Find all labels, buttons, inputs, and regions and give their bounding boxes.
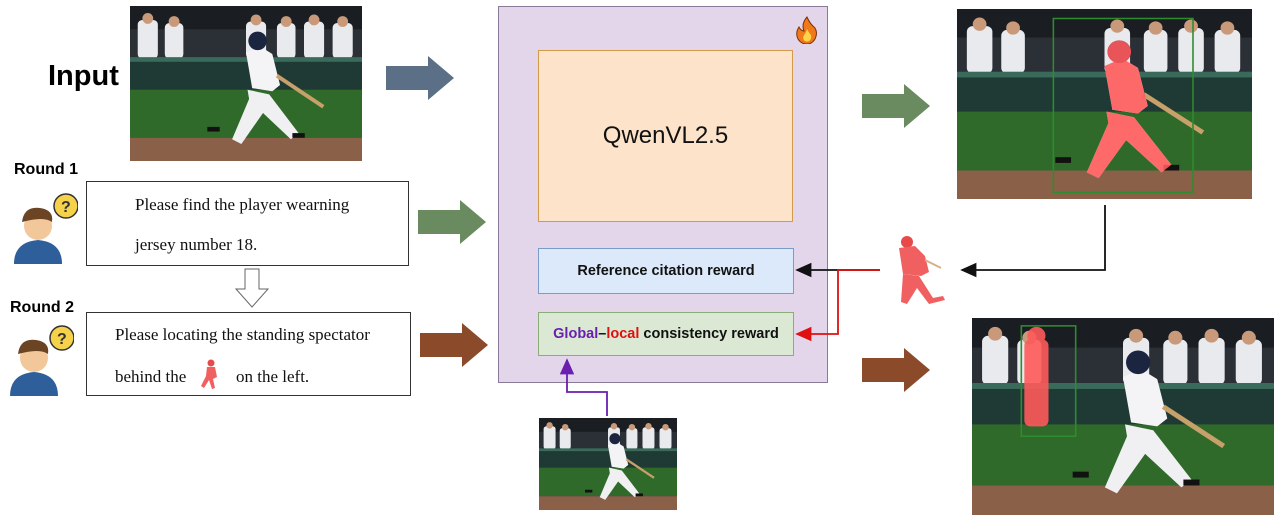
round-1-line-2: jersey number 18.	[135, 235, 258, 254]
round-1-prompt: Please find the player wearning jersey n…	[86, 181, 409, 266]
referenced-player-crop	[885, 234, 947, 306]
fire-icon	[796, 16, 818, 45]
round-2-label: Round 2	[10, 299, 74, 316]
user-avatar-round-1: ?	[8, 190, 79, 264]
round-2-line-1: Please locating the standing spectator	[115, 325, 370, 344]
round-1-label: Round 1	[14, 161, 78, 178]
round-1-line-1: Please find the player wearning	[135, 195, 350, 214]
local-word: local	[606, 326, 640, 342]
svg-text:?: ?	[61, 199, 71, 216]
round-2-arrow	[420, 323, 488, 367]
round-2-line-2b: on the left.	[236, 367, 310, 386]
round-2-line-2a: behind the	[115, 367, 187, 386]
dash-char: –	[598, 326, 607, 342]
to-consistency-arrow	[795, 269, 880, 342]
model-name: QwenVL2.5	[602, 122, 729, 149]
input-label: Input	[48, 60, 119, 92]
global-word: Global	[553, 326, 599, 342]
player-crop-icon	[199, 359, 221, 389]
user-avatar-round-2: ?	[4, 322, 75, 396]
global-image-arrow	[559, 358, 608, 416]
output-image-round-2	[972, 318, 1274, 515]
reference-reward-label: Reference citation reward	[577, 263, 755, 279]
round-1-arrow	[418, 200, 486, 244]
qwen-model-box: QwenVL2.5	[538, 50, 793, 222]
output-2-arrow	[862, 348, 930, 392]
round-transition-arrow	[234, 268, 270, 308]
input-arrow	[386, 56, 454, 100]
round-2-prompt: Please locating the standing spectator b…	[86, 312, 411, 396]
output-image-round-1	[957, 9, 1252, 199]
svg-text:?: ?	[57, 331, 67, 348]
global-local-consistency-reward: Global–local consistency reward	[538, 312, 794, 356]
output-1-arrow	[862, 84, 930, 128]
consistency-reward-rest: consistency reward	[639, 326, 779, 342]
crop-connector	[960, 205, 1106, 278]
reference-citation-reward: Reference citation reward	[538, 248, 794, 294]
